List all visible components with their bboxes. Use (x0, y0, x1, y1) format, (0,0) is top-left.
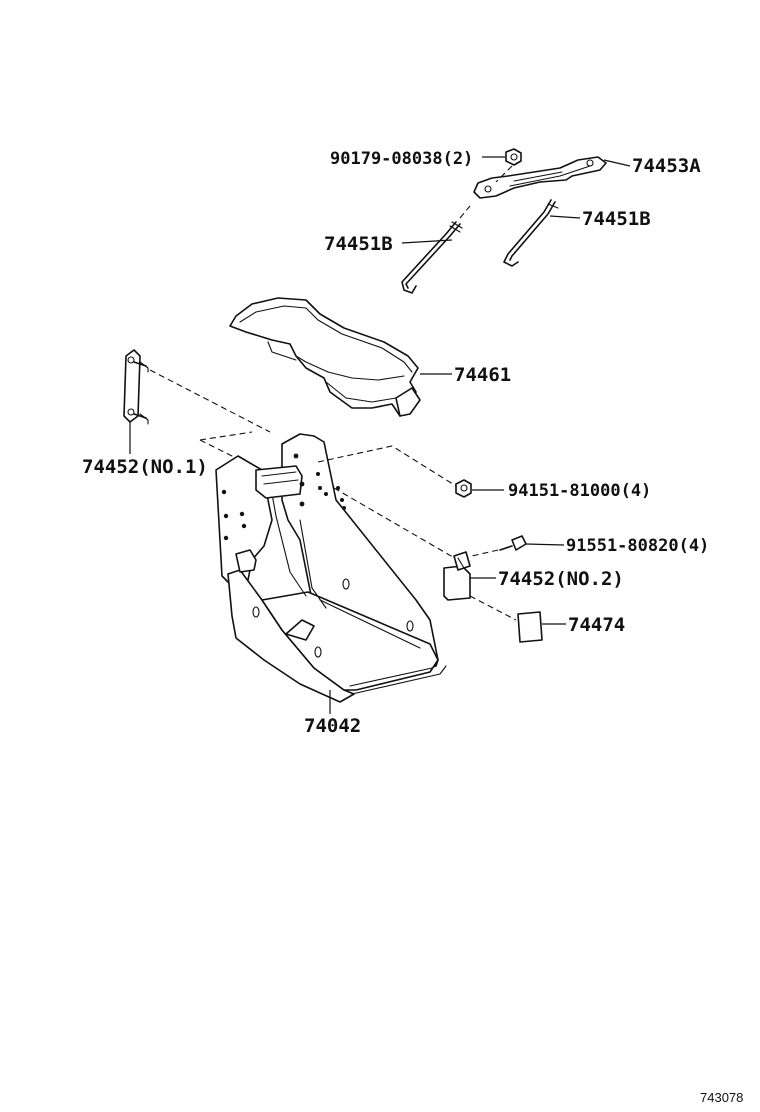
rod-left-dashed-guide (459, 205, 471, 219)
label-rod-left: 74451B (324, 233, 393, 255)
nut-94151 (455, 479, 472, 498)
label-rod-right: 74451B (582, 208, 651, 230)
label-bolt-91551: 91551-80820(4) (566, 536, 709, 556)
leader-lines (129, 156, 631, 714)
label-battery-carrier: 74042 (304, 715, 361, 737)
carrier-bracket2-dashed-guide (333, 487, 459, 561)
diagram-reference-id: 743078 (700, 1090, 743, 1105)
pad (517, 611, 543, 643)
bracket-no1 (123, 349, 149, 425)
bracket-no2 (443, 551, 471, 601)
label-battery-cover: 74461 (454, 364, 511, 386)
nut-90179 (505, 148, 522, 166)
carrier-top-dashed-guide (199, 431, 253, 459)
hold-down-rod-right (503, 199, 559, 267)
label-nut-94151: 94151-81000(4) (508, 481, 651, 501)
bracket-no2-dashed-guide (469, 595, 517, 621)
battery-carrier (215, 433, 447, 703)
hold-down-clamp (473, 156, 607, 199)
label-nut-90179: 90179-08038(2) (330, 149, 473, 169)
label-bracket-no2: 74452(NO.2) (498, 568, 624, 590)
battery-cover (229, 297, 421, 417)
bracket-no1-dashed-guide (149, 369, 271, 433)
label-hold-down-clamp: 74453A (632, 155, 701, 177)
label-bracket-no1: 74452(NO.1) (82, 456, 208, 478)
hold-down-rod-left (401, 221, 463, 294)
nut-90179-dashed-guide (495, 165, 513, 183)
bolt-91551-dashed-guide (471, 549, 499, 557)
bolt-91551 (499, 535, 527, 551)
carrier-right-dashed-guide (317, 445, 457, 487)
label-pad: 74474 (568, 614, 625, 636)
